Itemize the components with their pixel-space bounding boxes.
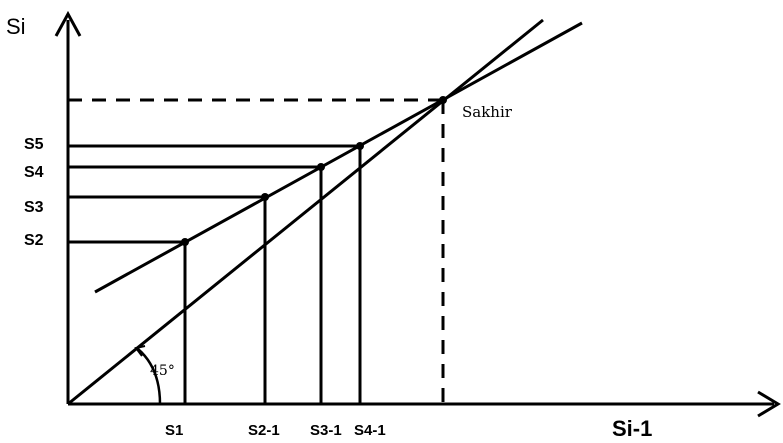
x-tick-s4-1: S4-1 bbox=[354, 422, 386, 439]
angle-arc-arrowhead bbox=[134, 345, 146, 357]
axes bbox=[54, 10, 781, 418]
y-axis-label: Si bbox=[6, 14, 26, 39]
y-tick-s4: S4 bbox=[24, 164, 44, 181]
step-lines bbox=[68, 144, 362, 404]
x-axis-arrowhead bbox=[757, 390, 781, 418]
y-tick-s2: S2 bbox=[24, 232, 44, 249]
y-tick-s3: S3 bbox=[24, 199, 44, 216]
function-line bbox=[94, 21, 583, 294]
point-4 bbox=[356, 142, 364, 150]
x-tick-s3-1: S3-1 bbox=[310, 422, 342, 439]
point-3 bbox=[317, 163, 325, 171]
curve-points bbox=[181, 96, 447, 246]
y-axis-arrowhead bbox=[54, 10, 82, 37]
angle-label: 45° bbox=[150, 363, 175, 379]
x-tick-s2-1: S2-1 bbox=[248, 422, 280, 439]
point-1 bbox=[181, 238, 189, 246]
x-tick-labels: S1 S2-1 S3-1 S4-1 bbox=[165, 422, 386, 439]
equilibrium-point bbox=[439, 96, 447, 104]
equilibrium-guides bbox=[68, 98, 445, 404]
x-axis-label: Si-1 bbox=[612, 416, 652, 441]
y-tick-labels: S5 S4 S3 S2 bbox=[24, 136, 44, 249]
45-degree-line bbox=[67, 18, 544, 406]
point-2 bbox=[261, 193, 269, 201]
angle-arc bbox=[137, 348, 162, 405]
equilibrium-label: Sakhir bbox=[462, 103, 513, 121]
x-tick-s1: S1 bbox=[165, 422, 183, 439]
y-tick-s5: S5 bbox=[24, 136, 44, 153]
